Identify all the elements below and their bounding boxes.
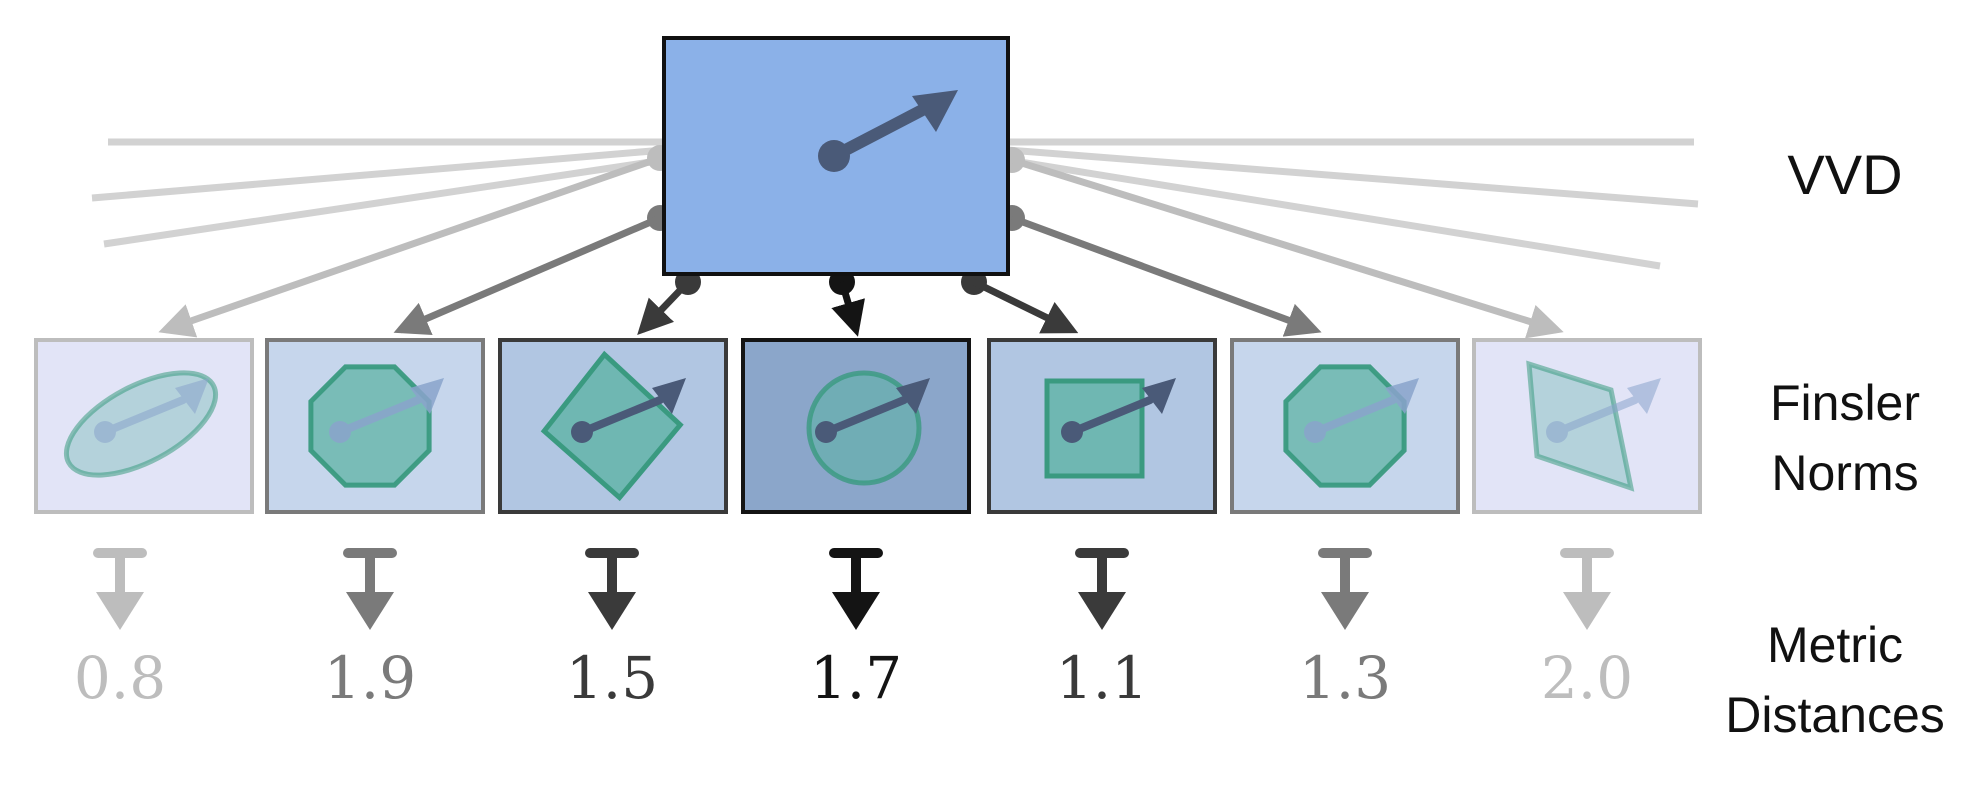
- fan-line: [1007, 156, 1661, 270]
- connector-arrow: [1010, 214, 1322, 337]
- maps-to-arrow: [343, 548, 397, 630]
- fan-line: [91, 146, 665, 202]
- arrow-icon: [94, 378, 209, 443]
- octagon-shape: [1283, 364, 1407, 488]
- connector-arrows: [158, 145, 1564, 339]
- square-shape: [1044, 378, 1145, 479]
- maps-to-arrow: [829, 548, 883, 630]
- vvd-label: VVD: [1765, 140, 1925, 210]
- arrow-icon: [571, 378, 686, 443]
- connector-arrow: [972, 278, 1079, 334]
- norm-box-octagon: [1230, 338, 1460, 514]
- arrow-icon: [818, 90, 958, 172]
- arrow-icon: [329, 378, 444, 443]
- norm-box-circle: [741, 338, 971, 514]
- metric-arrows: [93, 548, 1614, 630]
- maps-to-arrow: [585, 548, 639, 630]
- norm-box-diamond: [498, 338, 728, 514]
- arrow-icon: [1546, 378, 1661, 443]
- vvd-label-text: VVD: [1787, 143, 1903, 206]
- metric-label-line1: Metric: [1766, 617, 1904, 673]
- maps-to-arrow: [1560, 548, 1614, 630]
- finsler-norms-label: Finsler Norms: [1735, 368, 1955, 508]
- norm-box-quadrilateral: [1472, 338, 1702, 514]
- maps-to-arrow: [93, 548, 147, 630]
- vvd-box: [662, 36, 1010, 276]
- connector-arrow: [393, 214, 662, 335]
- arrow-icon: [1304, 378, 1419, 443]
- arrow-icon: [1061, 378, 1176, 443]
- connector-arrow: [831, 281, 865, 337]
- metric-values: 0.8 1.9 1.5 1.7 1.1 1.3 2.0: [74, 644, 1633, 712]
- metric-distance-value: 2.0: [1541, 644, 1633, 712]
- metric-distance-value: 1.9: [324, 644, 416, 712]
- connector-arrow: [1010, 156, 1564, 339]
- maps-to-arrow: [1318, 548, 1372, 630]
- norm-box-ellipse: [34, 338, 254, 514]
- metric-distances-label: Metric Distances: [1715, 610, 1955, 750]
- norm-box-square: [987, 338, 1217, 514]
- circle-shape: [806, 370, 922, 486]
- finsler-label-line2: Norms: [1771, 445, 1919, 501]
- octagon-shape: [308, 364, 432, 488]
- finsler-norm-boxes: [34, 338, 1702, 514]
- fan-line: [1007, 146, 1699, 208]
- fan-lines: [91, 138, 1699, 270]
- connector-arrow: [637, 279, 691, 336]
- finsler-label-line1: Finsler: [1769, 375, 1921, 431]
- metric-distance-value: 1.1: [1056, 644, 1148, 712]
- maps-to-arrow: [1075, 548, 1129, 630]
- arrow-icon: [815, 378, 930, 443]
- metric-distance-value: 1.5: [566, 644, 658, 712]
- norm-box-octagon: [265, 338, 485, 514]
- metric-distance-value: 0.8: [74, 644, 166, 712]
- connector-arrow: [158, 154, 662, 338]
- metric-label-line2: Distances: [1725, 687, 1945, 743]
- metric-distance-value: 1.3: [1299, 644, 1391, 712]
- metric-distance-value: 1.7: [810, 644, 902, 712]
- fan-line: [103, 156, 665, 248]
